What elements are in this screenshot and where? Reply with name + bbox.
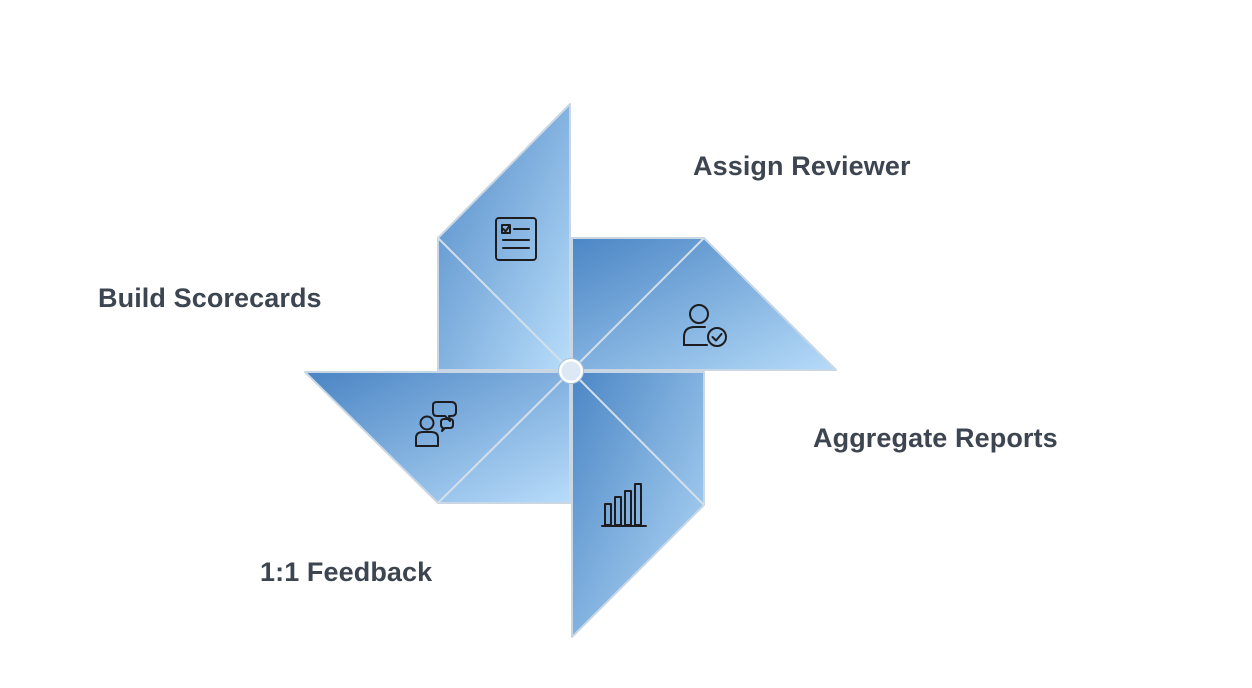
step-label-build-scorecards: Build Scorecards xyxy=(98,283,322,313)
blade-build-scorecards xyxy=(437,103,571,371)
bar-chart-icon xyxy=(601,483,647,527)
checklist-form-icon xyxy=(495,217,537,261)
step-label-feedback: 1:1 Feedback xyxy=(260,557,433,587)
pinwheel-hub xyxy=(558,358,584,384)
blade-assign-reviewer xyxy=(571,237,837,371)
blade-aggregate-reports xyxy=(571,371,705,638)
user-check-icon xyxy=(683,304,727,347)
step-label-assign-reviewer: Assign Reviewer xyxy=(693,151,911,181)
conversation-icon xyxy=(415,401,457,447)
step-label-aggregate-reports: Aggregate Reports xyxy=(813,423,1058,453)
